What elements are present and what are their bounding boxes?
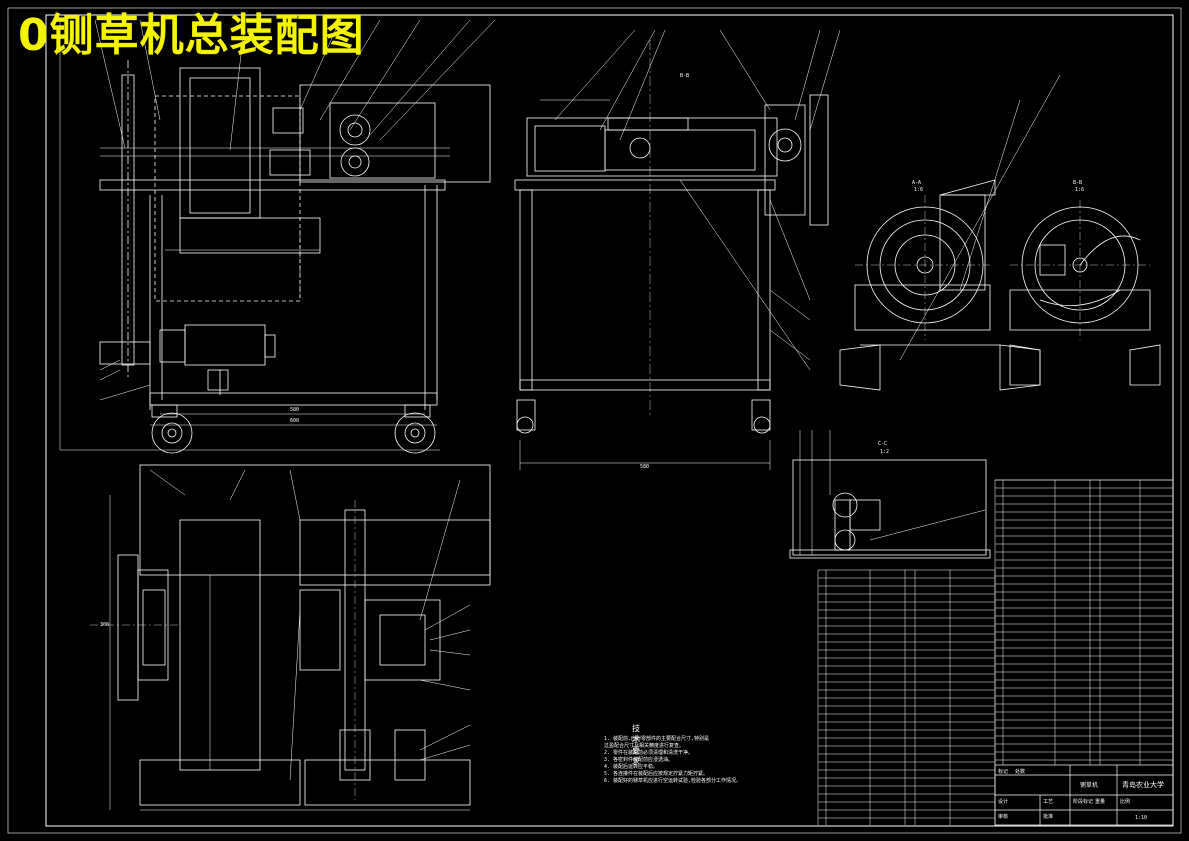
title-block-organization: 青岛农业大学 bbox=[1122, 781, 1164, 789]
title-block-cell: 处数 bbox=[1015, 769, 1026, 775]
dimension-plan: 300 bbox=[100, 622, 110, 628]
title-block-drawing-name: 铡草机 bbox=[1080, 782, 1099, 789]
sheet-border bbox=[7, 7, 1182, 834]
dimension-front-width-a: 580 bbox=[290, 407, 300, 413]
tech-item: 3. 各密封件装配前应浸透油。 bbox=[604, 757, 674, 763]
title-block-cell: 阶段标记 bbox=[1073, 799, 1094, 805]
tech-item: 2. 零件在装配前必须清理和清洗干净。 bbox=[604, 750, 694, 756]
tech-item: 1. 装配前,应对零部件的主要配合尺寸,特别是 bbox=[604, 736, 710, 742]
title-block-cell: 审核 bbox=[998, 814, 1009, 820]
section-c-view bbox=[789, 430, 991, 559]
title-block-cell: 比例 bbox=[1120, 799, 1131, 805]
tech-item: 5. 各连接件在装配后应按规定拧紧力矩拧紧。 bbox=[604, 771, 709, 777]
title-block-cell: 批准 bbox=[1043, 814, 1054, 820]
front-view bbox=[59, 19, 496, 454]
bom-table bbox=[817, 479, 1174, 825]
side-view bbox=[514, 29, 841, 470]
title-block-frame bbox=[994, 764, 1174, 826]
technical-requirements-heading: 技术要求 bbox=[632, 724, 642, 766]
plan-view bbox=[90, 464, 491, 811]
label-section-a: A-A bbox=[912, 180, 922, 186]
dimension-side-width: 580 bbox=[640, 464, 650, 470]
title-block-cell: 标记 bbox=[998, 769, 1009, 775]
tech-item: 6. 装配好的铡草机应进行空运转试验,检验各部分工作情况。 bbox=[604, 778, 742, 784]
section-a-view bbox=[839, 74, 1061, 391]
label-scale-b: 1:6 bbox=[1075, 187, 1085, 193]
label-section-b: B-B bbox=[1073, 180, 1083, 186]
tech-item: 过盈配合尺寸及相关精度进行复查。 bbox=[604, 743, 685, 749]
title-block-scale: 1:10 bbox=[1135, 815, 1148, 821]
tech-item: 4. 装配后运转应平稳。 bbox=[604, 764, 659, 770]
label-scale-a: 1:6 bbox=[914, 187, 924, 193]
title-block-cell: 设计 bbox=[998, 799, 1009, 805]
label-section-c: C-C bbox=[878, 441, 888, 447]
title-block-cell: 重量 bbox=[1095, 799, 1106, 805]
section-b-view bbox=[1009, 200, 1161, 386]
drawing-title: 0铡草机总装配图 bbox=[18, 10, 365, 61]
label-side-view: B-B bbox=[680, 73, 690, 79]
label-scale-c: 1:2 bbox=[880, 449, 890, 455]
title-block-cell: 工艺 bbox=[1043, 799, 1054, 805]
dimension-front-width-b: 600 bbox=[290, 418, 300, 424]
